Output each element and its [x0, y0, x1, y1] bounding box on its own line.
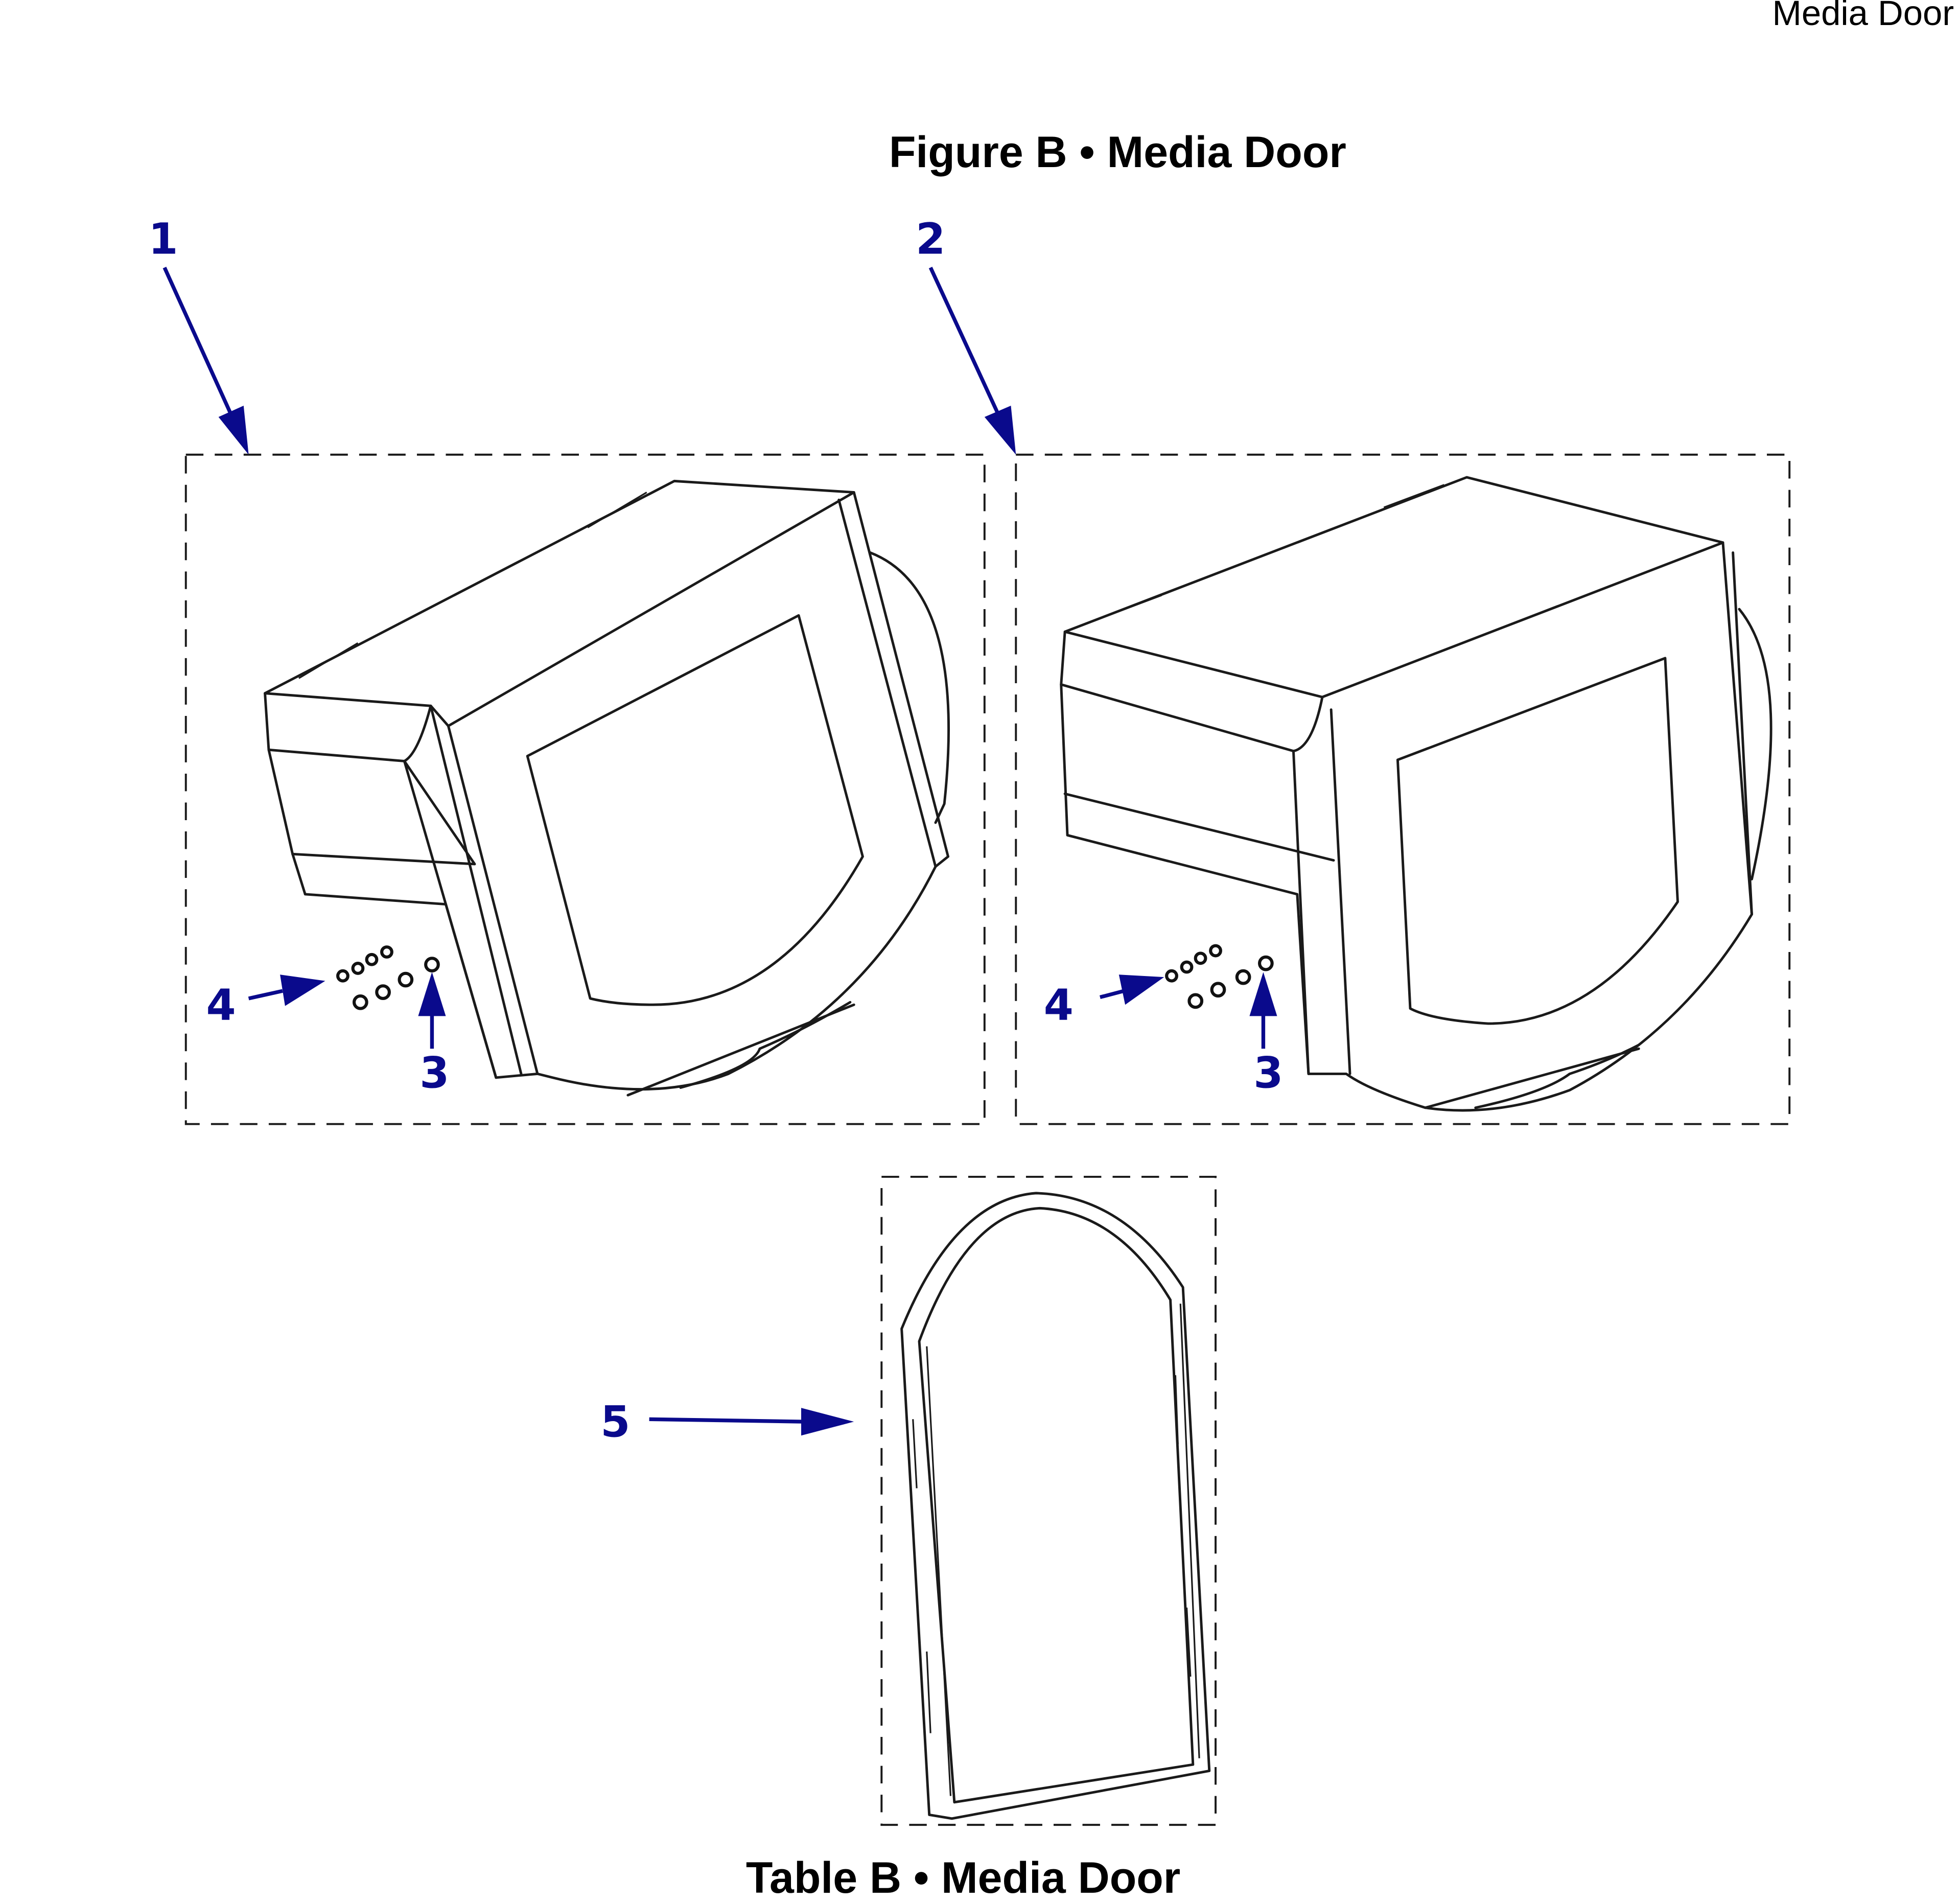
printer-assembly-1	[264, 479, 950, 1097]
callout-3-left: 3	[418, 972, 449, 1098]
svg-text:4: 4	[1044, 980, 1074, 1030]
callout-4-right: 4	[1044, 974, 1164, 1030]
callout-1: 1	[148, 214, 249, 455]
printer-assembly-2	[1060, 476, 1773, 1112]
svg-text:4: 4	[206, 980, 236, 1030]
svg-text:2: 2	[916, 214, 945, 264]
section-header: Media Door	[1773, 0, 1954, 33]
svg-text:3: 3	[419, 1048, 449, 1098]
callout-4-left: 4	[206, 974, 325, 1030]
callout-3-right: 3	[1249, 972, 1283, 1098]
figure-title: Figure B • Media Door	[889, 128, 1346, 177]
callout-2: 2	[916, 214, 1016, 455]
callout-5: 5	[600, 1397, 854, 1447]
media-door-part	[900, 1192, 1211, 1820]
group-box-2	[1015, 453, 1791, 1125]
group-box-1	[184, 453, 986, 1125]
screws-washers-2	[1165, 944, 1274, 1009]
svg-text:5: 5	[600, 1397, 630, 1447]
svg-text:3: 3	[1253, 1048, 1283, 1098]
table-title: Table B • Media Door	[746, 1853, 1180, 1902]
screws-washers-1	[336, 945, 440, 1010]
svg-text:1: 1	[148, 214, 178, 264]
